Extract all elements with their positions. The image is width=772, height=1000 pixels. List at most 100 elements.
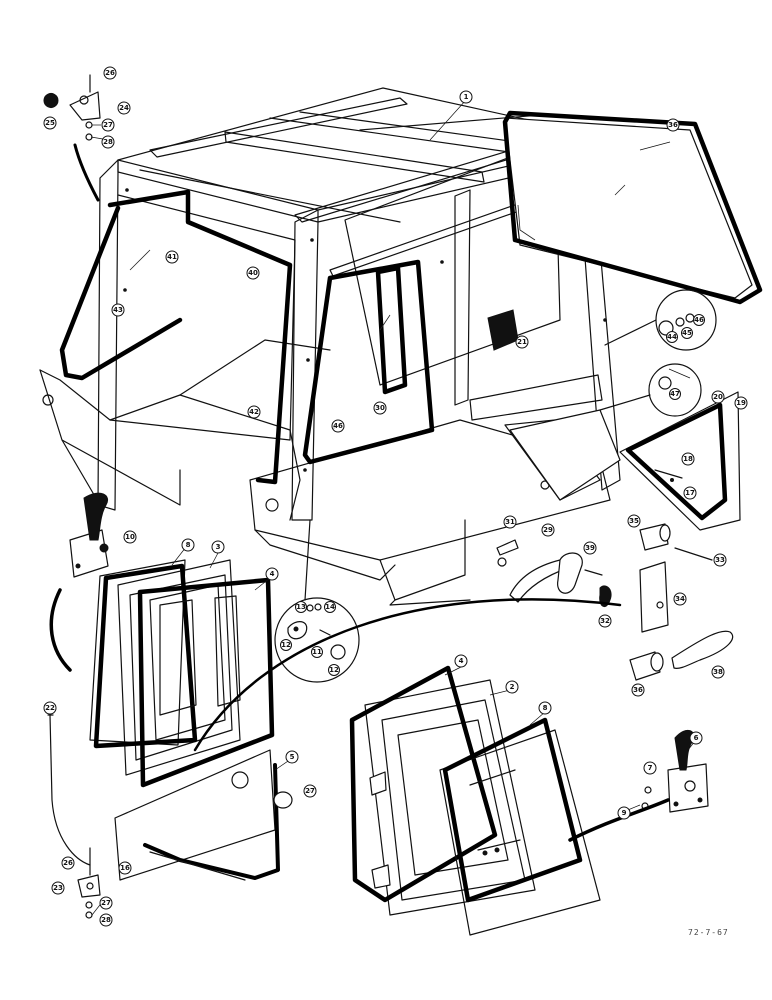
callout-19: 19 [734, 396, 748, 410]
callout-leaders [90, 99, 696, 916]
callout-5: 5 [285, 750, 299, 764]
svg-text:19: 19 [736, 399, 746, 407]
callout-26-top: 26 [103, 66, 117, 80]
svg-text:12: 12 [281, 641, 291, 649]
callout-25: 25 [43, 116, 57, 130]
detail-circle-47 [599, 363, 702, 417]
svg-text:16: 16 [120, 864, 130, 872]
callout-4-left: 4 [265, 567, 279, 581]
svg-text:14: 14 [325, 603, 335, 611]
svg-text:4: 4 [459, 657, 464, 665]
callout-40: 40 [246, 266, 260, 280]
assembly-reference-curve [193, 598, 622, 752]
callout-29: 29 [541, 523, 555, 537]
svg-text:31: 31 [505, 518, 515, 526]
callout-8-right: 8 [538, 701, 552, 715]
svg-text:35: 35 [629, 517, 639, 525]
svg-text:8: 8 [543, 704, 548, 712]
detail-circle-44-45-46 [604, 289, 717, 351]
callout-47: 47 [669, 388, 681, 400]
svg-text:17: 17 [685, 489, 695, 497]
front-opening-seal [302, 259, 435, 465]
svg-text:43: 43 [113, 306, 123, 314]
callout-9: 9 [617, 806, 631, 820]
callout-35: 35 [627, 514, 641, 528]
callout-2: 2 [505, 680, 519, 694]
callout-3: 3 [211, 540, 225, 554]
callout-31: 31 [503, 515, 517, 529]
svg-text:36: 36 [668, 121, 678, 129]
callout-13: 13 [295, 601, 307, 613]
svg-text:46: 46 [694, 316, 704, 324]
callout-21: 21 [515, 335, 529, 349]
callout-36-bottom: 36 [631, 683, 645, 697]
callout-14: 14 [324, 601, 336, 613]
svg-text:34: 34 [675, 595, 685, 603]
detail-circle-11-12-13-14 [274, 519, 360, 683]
svg-text:30: 30 [375, 404, 385, 412]
callout-10: 10 [123, 530, 137, 544]
callout-24: 24 [117, 101, 131, 115]
svg-text:9: 9 [622, 809, 627, 817]
callout-27-bottom: 27 [99, 896, 113, 910]
callout-43: 43 [111, 303, 125, 317]
decal-plate [487, 309, 519, 351]
callout-8-left: 8 [181, 538, 195, 552]
callout-16: 16 [118, 861, 132, 875]
callout-45: 45 [681, 327, 693, 339]
callout-17: 17 [683, 486, 697, 500]
callout-27-top: 27 [101, 118, 115, 132]
svg-text:1: 1 [464, 93, 469, 101]
svg-text:47: 47 [670, 390, 680, 398]
callout-41: 41 [165, 250, 179, 264]
rear-window-seal-left [59, 205, 183, 381]
svg-text:36: 36 [633, 686, 643, 694]
svg-text:25: 25 [45, 119, 55, 127]
callout-26-bottom: 26 [61, 856, 75, 870]
side-panel-assembly [509, 391, 741, 531]
callout-34: 34 [673, 592, 687, 606]
svg-text:26: 26 [105, 69, 115, 77]
svg-text:8: 8 [186, 541, 191, 549]
callout-46-detail: 46 [693, 314, 705, 326]
callout-42: 42 [247, 405, 261, 419]
callout-28-top: 28 [101, 135, 115, 149]
svg-text:13: 13 [296, 603, 306, 611]
callout-6: 6 [689, 731, 703, 745]
svg-text:12: 12 [329, 666, 339, 674]
callout-7: 7 [643, 761, 657, 775]
svg-text:10: 10 [125, 533, 135, 541]
svg-text:4: 4 [270, 570, 275, 578]
svg-text:45: 45 [682, 329, 692, 337]
svg-text:42: 42 [249, 408, 259, 416]
upper-hinge-assembly [43, 74, 101, 202]
svg-text:6: 6 [694, 734, 699, 742]
right-door-assembly [349, 665, 709, 936]
callout-22: 22 [43, 701, 57, 715]
cab-frame [39, 87, 621, 606]
callout-33: 33 [713, 553, 727, 567]
svg-text:39: 39 [585, 544, 595, 552]
svg-text:20: 20 [713, 393, 723, 401]
svg-text:23: 23 [53, 884, 63, 892]
svg-text:28: 28 [103, 138, 113, 146]
callout-28-bottom: 28 [99, 913, 113, 927]
callout-38: 38 [711, 665, 725, 679]
callout-23: 23 [51, 881, 65, 895]
callout-30: 30 [373, 401, 387, 415]
svg-text:27: 27 [103, 121, 113, 129]
svg-text:32: 32 [600, 617, 610, 625]
svg-text:3: 3 [216, 543, 221, 551]
callout-12-b: 12 [328, 664, 340, 676]
svg-text:18: 18 [683, 455, 693, 463]
svg-text:5: 5 [290, 753, 295, 761]
callout-1: 1 [459, 90, 473, 104]
svg-text:11: 11 [312, 648, 322, 656]
svg-text:40: 40 [248, 269, 258, 277]
door-handle-lock-assembly [496, 523, 734, 681]
svg-text:7: 7 [648, 764, 653, 772]
svg-text:21: 21 [517, 338, 527, 346]
callout-20: 20 [711, 390, 725, 404]
svg-text:44: 44 [667, 333, 677, 341]
